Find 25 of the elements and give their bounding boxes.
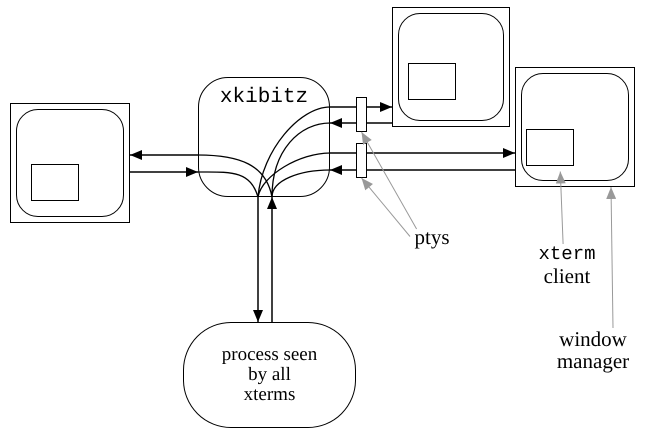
callout-label: ptys xyxy=(414,226,450,248)
leader-line xyxy=(361,178,410,237)
arrow xyxy=(130,150,198,160)
client-window xyxy=(526,129,574,166)
terminal-screen xyxy=(392,7,510,127)
leader-line xyxy=(361,132,418,230)
arrow xyxy=(367,102,392,112)
terminal-screen xyxy=(10,103,130,223)
callout-label: window manager xyxy=(556,328,630,372)
arrow xyxy=(130,167,198,177)
node-label: process seen by all xterms xyxy=(222,345,318,405)
leader-line xyxy=(556,171,566,244)
pty-bar xyxy=(356,143,367,178)
arrow xyxy=(267,197,277,322)
pty-bar xyxy=(356,97,367,132)
arrow xyxy=(253,197,263,322)
terminal-screen xyxy=(515,67,635,187)
leader-line xyxy=(606,186,616,328)
program-box xyxy=(198,77,330,197)
callout-label: xterm xyxy=(538,244,596,265)
callout-label: client xyxy=(544,264,590,287)
arrow xyxy=(330,165,356,175)
arrow xyxy=(367,148,515,158)
component-label: xkibitz xyxy=(220,86,308,110)
arrow xyxy=(330,118,356,128)
